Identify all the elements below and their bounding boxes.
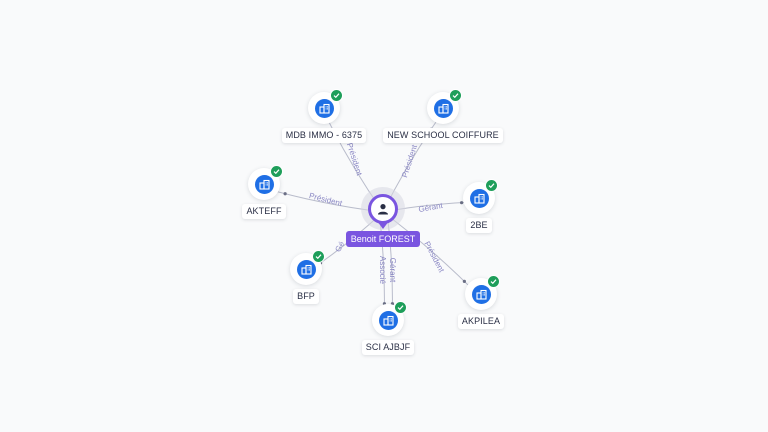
- company-label: BFP: [293, 289, 319, 304]
- company-badge: [372, 301, 407, 336]
- company-label: NEW SCHOOL COIFFURE: [383, 128, 503, 143]
- company-badge: [290, 250, 325, 285]
- person-icon: [378, 203, 388, 214]
- company-label: MDB IMMO - 6375: [281, 128, 367, 143]
- company-badge: [308, 89, 343, 124]
- company-label: 2BE: [466, 218, 492, 233]
- company-node-newschool[interactable]: NEW SCHOOL COIFFURE: [383, 89, 503, 152]
- company-node-mdb[interactable]: MDB IMMO - 6375: [264, 89, 384, 152]
- company-badge: [463, 179, 498, 214]
- company-badge: [248, 165, 283, 200]
- company-badge: [427, 89, 462, 124]
- verified-check-icon: [487, 275, 500, 288]
- company-node-bfp[interactable]: BFP: [246, 250, 366, 313]
- person-pin: [368, 193, 398, 224]
- edge-arrow-akteff: [283, 192, 287, 196]
- verified-check-icon: [330, 89, 343, 102]
- center-person-node[interactable]: Benoit FOREST: [323, 187, 443, 247]
- edge-arrow-akpilea: [462, 279, 466, 283]
- verified-check-icon: [485, 179, 498, 192]
- company-node-2be[interactable]: 2BE: [419, 179, 539, 242]
- company-node-sci[interactable]: SCI AJBJF: [328, 301, 448, 364]
- edge-label: Gérant: [418, 201, 444, 214]
- building-icon: [296, 259, 316, 279]
- building-icon: [433, 98, 453, 118]
- verified-check-icon: [270, 165, 283, 178]
- company-label: AKPILEA: [457, 314, 505, 329]
- center-person-label: Benoit FOREST: [345, 231, 421, 247]
- verified-check-icon: [394, 301, 407, 314]
- building-icon: [471, 284, 491, 304]
- person-halo: [361, 187, 405, 230]
- verified-check-icon: [449, 89, 462, 102]
- edge-label: Gérant: [388, 258, 397, 283]
- building-icon: [314, 98, 334, 118]
- company-label: AKTEFF: [242, 204, 286, 219]
- company-node-akpilea[interactable]: AKPILEA: [421, 275, 541, 338]
- company-node-akteff[interactable]: AKTEFF: [204, 165, 324, 228]
- building-icon: [378, 310, 398, 330]
- company-badge: [465, 275, 500, 310]
- edge-arrow-2be: [460, 201, 464, 205]
- building-icon: [469, 188, 489, 208]
- edge-label: Associé: [378, 256, 387, 285]
- verified-check-icon: [312, 250, 325, 263]
- building-icon: [254, 174, 274, 194]
- company-label: SCI AJBJF: [361, 340, 415, 355]
